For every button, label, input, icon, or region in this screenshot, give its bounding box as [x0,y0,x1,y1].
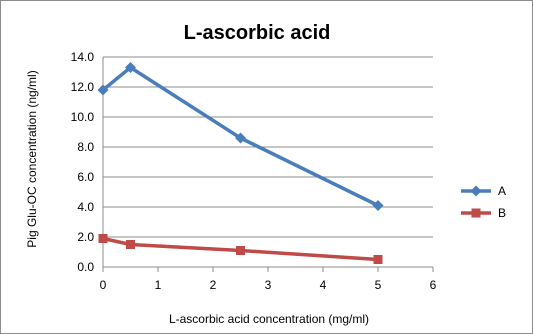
y-tick-label: 8.0 [77,140,94,154]
data-point [125,62,136,73]
y-tick-label: 2.0 [77,230,94,244]
x-tick-labels: 0 1 2 3 4 5 6 [100,278,437,292]
series-B [98,234,383,264]
data-point [373,255,383,264]
y-tick-label: 14.0 [71,50,95,64]
x-axis-label: L-ascorbic acid concentration (mg/ml) [169,312,369,326]
x-tick-label: 0 [100,278,107,292]
legend-item: B [461,206,506,220]
data-point [98,234,108,243]
y-tick-label: 10.0 [71,110,95,124]
axes [102,57,434,272]
x-tick-label: 3 [265,278,272,292]
x-tick-label: 1 [155,278,162,292]
data-point [97,84,109,96]
data-point [372,200,384,211]
x-tick-label: 4 [320,278,327,292]
legend-label: A [498,184,506,198]
x-tick-label: 6 [430,278,437,292]
y-tick-labels: 0.0 2.0 4.0 6.0 8.0 10.0 12.0 14.0 [71,50,95,274]
legend: AB [461,184,506,220]
series-line [102,236,379,262]
series-A [97,62,384,211]
y-tick-label: 12.0 [71,80,95,94]
y-tick-label: 6.0 [77,170,94,184]
y-tick-label: 4.0 [77,200,94,214]
y-axis-label: Pig Glu-OC concentration (ng/ml) [25,70,39,247]
series-layer [97,62,384,264]
series-line [101,65,379,208]
legend-label: B [498,206,506,220]
legend-item: A [461,184,506,198]
data-point [235,132,246,144]
x-tick-label: 5 [375,278,382,292]
grid-lines [103,56,433,238]
x-tick-label: 2 [210,278,217,292]
data-point [126,240,135,249]
chart-title: L-ascorbic acid [184,22,331,44]
legend-swatch-marker [471,208,481,218]
y-tick-label: 0.0 [77,260,94,274]
data-point [236,246,245,255]
legend-swatch-marker [470,185,482,197]
